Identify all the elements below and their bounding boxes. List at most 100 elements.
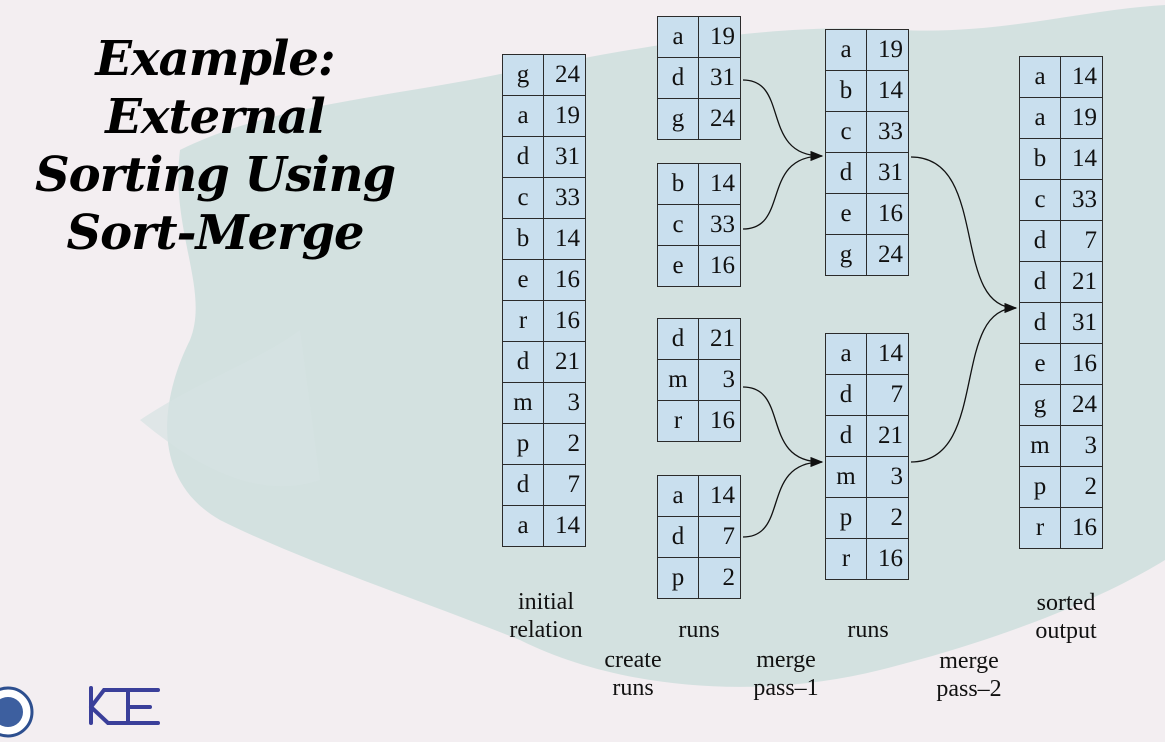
key-cell: e <box>1019 343 1061 385</box>
title-line: External <box>105 89 325 145</box>
key-cell: d <box>825 415 867 457</box>
value-cell: 14 <box>1060 56 1103 98</box>
key-cell: p <box>657 557 699 599</box>
key-cell: r <box>1019 507 1061 549</box>
key-cell: d <box>825 152 867 194</box>
value-cell: 24 <box>1060 384 1103 426</box>
value-cell: 2 <box>543 423 586 465</box>
value-cell: 33 <box>698 204 741 246</box>
value-cell: 31 <box>698 57 741 99</box>
key-cell: g <box>1019 384 1061 426</box>
title-line: Sort-Merge <box>66 205 364 261</box>
key-cell: b <box>502 218 544 260</box>
key-cell: b <box>825 70 867 112</box>
value-cell: 33 <box>1060 179 1103 221</box>
label-line: initial <box>518 589 574 615</box>
key-cell: a <box>657 475 699 517</box>
label-line: merge <box>756 647 816 673</box>
key-cell: d <box>502 136 544 178</box>
key-cell: d <box>1019 302 1061 344</box>
key-cell: c <box>1019 179 1061 221</box>
key-cell: d <box>825 374 867 416</box>
key-cell: c <box>825 111 867 153</box>
value-cell: 31 <box>543 136 586 178</box>
key-cell: d <box>657 516 699 558</box>
label-merge-pass-1: merge pass–1 <box>716 646 856 702</box>
key-cell: p <box>1019 466 1061 508</box>
key-cell: e <box>657 245 699 287</box>
title-line: Example: <box>95 31 335 87</box>
key-cell: d <box>502 464 544 506</box>
label-merge-pass-2: merge pass–2 <box>899 647 1039 703</box>
kk-logo <box>89 686 160 725</box>
value-cell: 19 <box>698 16 741 58</box>
value-cell: 7 <box>1060 220 1103 262</box>
value-cell: 7 <box>866 374 909 416</box>
key-cell: c <box>657 204 699 246</box>
key-cell: e <box>502 259 544 301</box>
key-cell: c <box>502 177 544 219</box>
value-cell: 31 <box>866 152 909 194</box>
key-cell: b <box>657 163 699 205</box>
value-cell: 3 <box>1060 425 1103 467</box>
value-cell: 16 <box>543 300 586 342</box>
key-cell: m <box>1019 425 1061 467</box>
slide-title: Example: External Sorting Using Sort-Mer… <box>0 30 430 262</box>
label-line: sorted <box>1036 590 1096 616</box>
label-runs-1: runs <box>678 617 720 643</box>
label-line: output <box>1035 618 1097 644</box>
value-cell: 16 <box>698 245 741 287</box>
value-cell: 21 <box>866 415 909 457</box>
key-cell: m <box>825 456 867 498</box>
value-cell: 21 <box>543 341 586 383</box>
label-create-runs: create runs <box>563 646 703 702</box>
key-cell: r <box>502 300 544 342</box>
value-cell: 14 <box>698 475 741 517</box>
label-runs-2: runs <box>847 617 889 643</box>
label-line: merge <box>939 648 999 674</box>
key-cell: e <box>825 193 867 235</box>
key-cell: a <box>502 505 544 547</box>
value-cell: 14 <box>698 163 741 205</box>
value-cell: 19 <box>543 95 586 137</box>
value-cell: 16 <box>543 259 586 301</box>
value-cell: 14 <box>543 218 586 260</box>
key-cell: g <box>825 234 867 276</box>
key-cell: d <box>1019 261 1061 303</box>
value-cell: 7 <box>698 516 741 558</box>
value-cell: 2 <box>1060 466 1103 508</box>
value-cell: 16 <box>1060 507 1103 549</box>
value-cell: 24 <box>543 54 586 96</box>
